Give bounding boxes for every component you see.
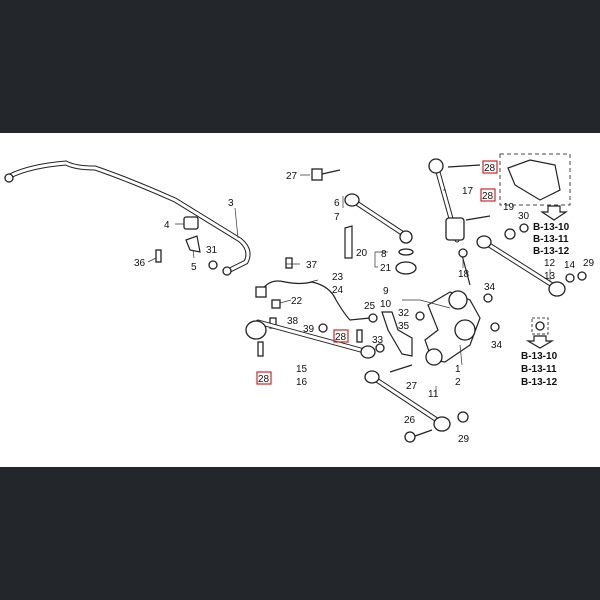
callout: 29: [458, 434, 470, 445]
bracket-9: [381, 311, 413, 357]
subframe-box: [499, 153, 571, 206]
bolt-18: [458, 248, 468, 258]
link-7: [344, 225, 353, 259]
callout: 31: [206, 245, 218, 256]
reference-link[interactable]: B-13-12: [521, 377, 558, 388]
callout: 12: [544, 258, 556, 269]
callout: 33: [372, 335, 384, 346]
callout: 16: [296, 377, 308, 388]
highlight-28-left: [256, 371, 272, 385]
bolt-36: [155, 249, 162, 263]
callout: 28: [482, 191, 494, 202]
callout: 7: [334, 212, 340, 223]
subframe-part: [507, 159, 561, 201]
arm-11-bushing: [364, 370, 380, 384]
bolt-28: [257, 341, 264, 357]
arm-15-bushing: [245, 320, 267, 340]
callout: 23: [332, 272, 344, 283]
callout: 4: [164, 220, 170, 231]
callout: 9: [383, 286, 389, 297]
abs-sensor-wire: [261, 280, 371, 321]
boot-21: [395, 261, 417, 275]
highlight-28-center: [333, 329, 349, 343]
callout: 15: [296, 364, 308, 375]
callout: 5: [191, 262, 197, 273]
bar-end-bushing: [4, 173, 14, 183]
callout: 19: [503, 202, 515, 213]
bushing-holder: [185, 235, 201, 253]
reference-link[interactable]: B-13-11: [533, 234, 569, 245]
callout: 37: [306, 260, 318, 271]
callout: 13: [544, 271, 556, 282]
callout: 3: [228, 198, 234, 209]
hub: [454, 319, 476, 341]
reference-link[interactable]: B-13-10: [521, 351, 558, 362]
callout: 27: [286, 171, 298, 182]
callout: 34: [491, 340, 503, 351]
callout: 14: [564, 260, 576, 271]
reference-link[interactable]: B-13-11: [521, 364, 557, 375]
ref-arrow-bottom: [525, 335, 555, 349]
callout: 38: [287, 316, 299, 327]
callout: 29: [583, 258, 595, 269]
callout: 17: [462, 186, 474, 197]
washer-19: [504, 228, 516, 240]
callout: 2: [455, 377, 461, 388]
stabilizer-bushing: [183, 216, 199, 230]
callout: 11: [428, 389, 439, 400]
arm-17-bushing: [428, 158, 444, 174]
upper-arm-bushing: [344, 193, 360, 207]
ref-arrow-top: [540, 205, 568, 221]
arm-17-bracket: [445, 217, 465, 241]
callout: 27: [406, 381, 418, 392]
callout: 28: [258, 374, 270, 385]
reference-top[interactable]: B-13-10 B-13-11 B-13-12: [533, 222, 570, 257]
bolt-27: [311, 168, 323, 181]
callout: 1: [455, 364, 461, 375]
callout: 28: [335, 332, 347, 343]
callout: 8: [381, 249, 387, 260]
reference-link[interactable]: B-13-10: [533, 222, 570, 233]
callout: 6: [334, 198, 340, 209]
callout: 35: [398, 321, 410, 332]
nut-31: [208, 260, 218, 270]
callout: 39: [303, 324, 315, 335]
callout: 20: [356, 248, 368, 259]
callout: 24: [332, 285, 344, 296]
callout: 26: [404, 415, 416, 426]
callout: 36: [134, 258, 146, 269]
callout: 30: [518, 211, 530, 222]
arm-12-bushing: [548, 281, 566, 297]
callout: 34: [484, 282, 496, 293]
ball-joint: [399, 230, 413, 244]
callout-numbers: 27 3 4 5 36 31 6 7 20 8 21 37 23 24 22 3…: [134, 163, 595, 445]
callout: 28: [484, 163, 496, 174]
callout: 10: [380, 299, 392, 310]
highlight-28-top: [482, 160, 498, 174]
callout: 18: [458, 269, 470, 280]
callout: 32: [398, 308, 410, 319]
connector: [255, 286, 267, 298]
highlight-28-mid: [480, 188, 496, 202]
callout: 22: [291, 296, 303, 307]
nut-30: [519, 223, 529, 233]
callout: 25: [364, 301, 376, 312]
parts-diagram-panel: [0, 133, 600, 467]
reference-bottom[interactable]: B-13-10 B-13-11 B-13-12: [521, 351, 558, 388]
callout: 21: [380, 263, 392, 274]
reference-link[interactable]: B-13-12: [533, 246, 570, 257]
